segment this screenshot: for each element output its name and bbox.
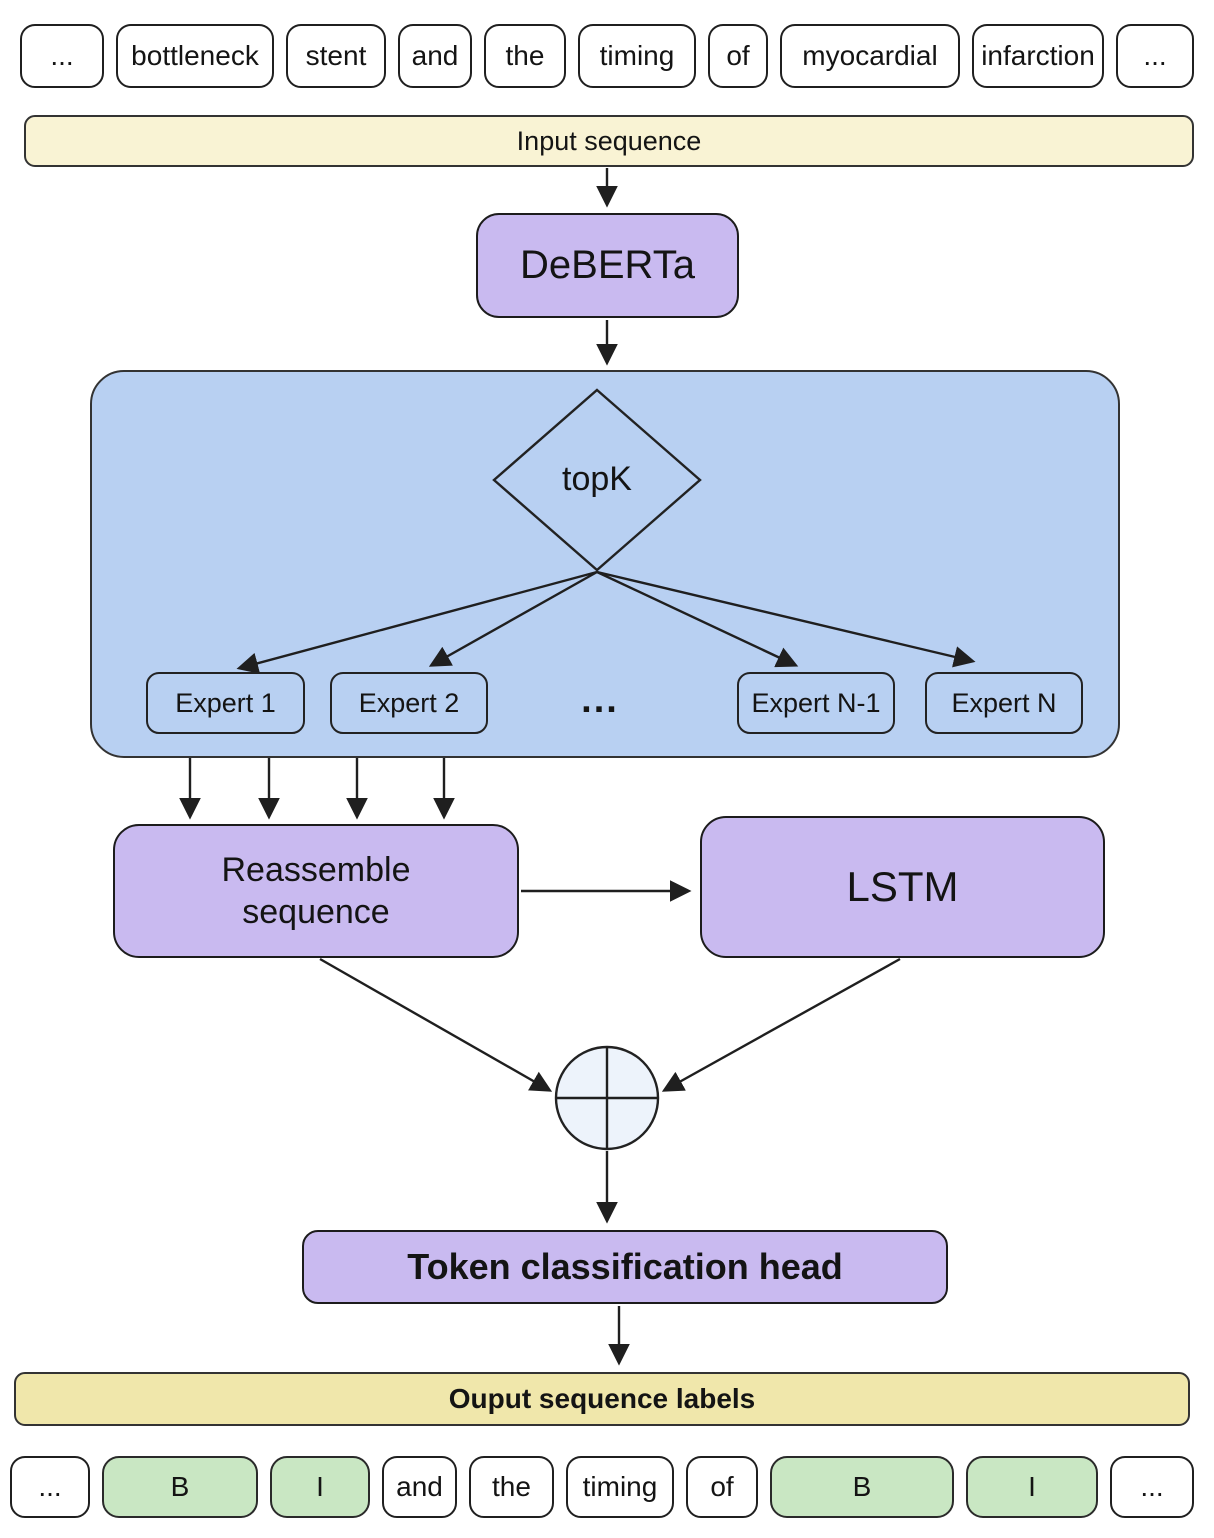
lstm-box: LSTM [700,816,1105,958]
experts-ellipsis: ... [581,678,619,721]
output-token: of [686,1456,758,1518]
output-token-row: ... B I and the timing of B I ... [10,1456,1194,1518]
expert-1-label: Expert 1 [175,687,276,718]
input-sequence-label: Input sequence [516,125,702,156]
input-token: of [708,24,768,88]
expert-n-label: Expert N [951,687,1057,718]
expert-2-label: Expert 2 [358,687,460,718]
topk-label: topK [562,460,632,498]
input-sequence-bar: Input sequence [24,115,1194,167]
deberta-label: DeBERTa [520,243,695,287]
token-classification-head-label: Token classification head [407,1246,843,1287]
output-token: I [270,1456,370,1518]
lstm-label: LSTM [846,863,959,910]
output-token: timing [566,1456,674,1518]
output-token: ... [10,1456,90,1518]
input-token: myocardial [780,24,960,88]
input-token: stent [286,24,386,88]
output-token: ... [1110,1456,1194,1518]
arrow-reassemble-to-merge [319,957,553,1092]
input-token: timing [578,24,696,88]
expert-2-box: Expert 2 [330,672,488,734]
deberta-box: DeBERTa [476,213,739,318]
expert-n-1-box: Expert N-1 [737,672,895,734]
reassemble-sequence-box: Reassemble sequence [113,824,519,958]
output-sequence-labels-bar: Ouput sequence labels [14,1372,1190,1426]
input-token: the [484,24,566,88]
output-sequence-labels-text: Ouput sequence labels [448,1383,756,1414]
merge-circle-plus-icon [554,1045,660,1151]
output-token: I [966,1456,1098,1518]
reassemble-sequence-label: Reassemble sequence [221,850,411,932]
output-token: and [382,1456,457,1518]
output-token: B [102,1456,258,1518]
input-token: ... [20,24,104,88]
expert-1-box: Expert 1 [146,672,305,734]
output-token: the [469,1456,554,1518]
output-token: B [770,1456,954,1518]
input-token: ... [1116,24,1194,88]
expert-n-1-label: Expert N-1 [751,687,881,718]
input-token-row: ... bottleneck stent and the timing of m… [20,24,1194,88]
input-token: infarction [972,24,1104,88]
expert-n-box: Expert N [925,672,1083,734]
token-classification-head-box: Token classification head [302,1230,948,1304]
input-token: bottleneck [116,24,274,88]
arrow-lstm-to-merge [661,957,901,1092]
input-token: and [398,24,472,88]
